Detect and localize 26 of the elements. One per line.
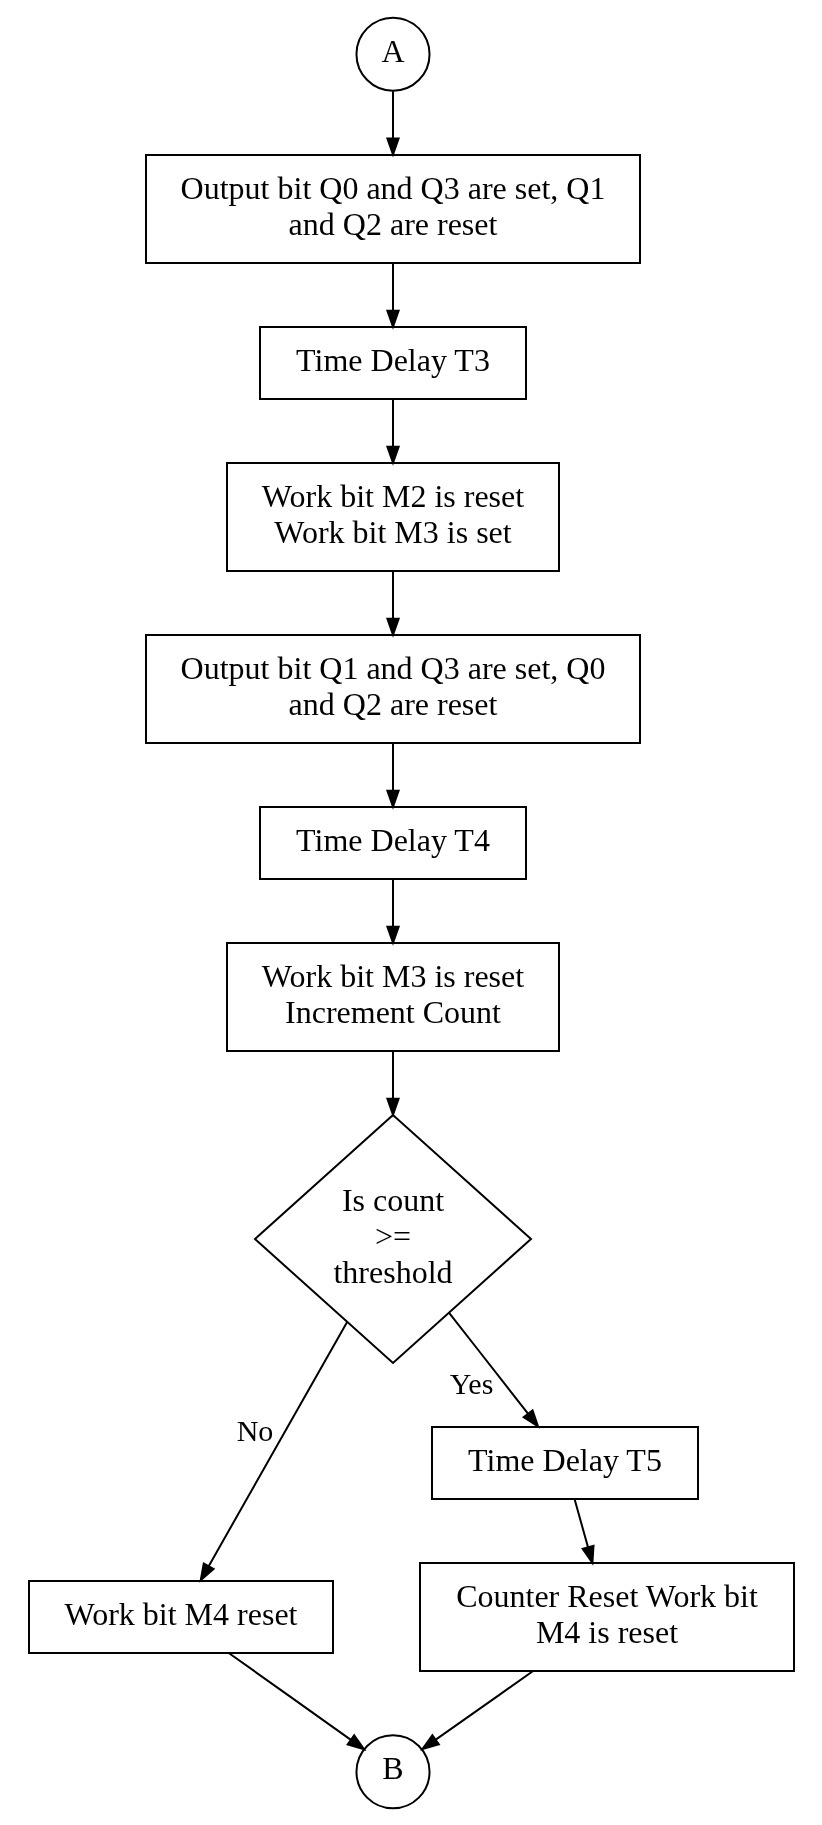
arrow <box>419 1669 534 1751</box>
node-box: Work bit M4 reset <box>27 1579 334 1654</box>
arrow <box>447 1311 540 1429</box>
node-circle: A <box>354 16 431 92</box>
arrow <box>227 1651 366 1751</box>
arrow <box>198 1320 348 1583</box>
arrow <box>573 1497 595 1566</box>
node-box: Time Delay T5 <box>430 1425 699 1500</box>
node-box: Counter Reset Work bit M4 is reset <box>418 1561 795 1672</box>
node-box: Output bit Q0 and Q3 are set, Q1 and Q2 are reset <box>144 153 641 264</box>
arrow <box>385 89 400 157</box>
node-circle: B <box>354 1733 431 1809</box>
node-box: Time Delay T3 <box>258 325 527 400</box>
arrow <box>385 1049 400 1118</box>
arrow <box>385 877 400 946</box>
arrow <box>385 569 400 638</box>
arrow <box>385 261 400 330</box>
arrow <box>385 741 400 810</box>
node-box: Work bit M2 is reset Work bit M3 is set <box>225 461 560 572</box>
edge-label: Yes <box>449 1366 493 1400</box>
node-diamond: Is count >= threshold <box>253 1113 532 1364</box>
node-box: Output bit Q1 and Q3 are set, Q0 and Q2 are reset <box>144 633 641 744</box>
node-box: Time Delay T4 <box>258 805 527 880</box>
edge-label: No <box>236 1413 273 1447</box>
arrow <box>385 397 400 466</box>
node-box: Work bit M3 is reset Increment Count <box>225 941 560 1052</box>
